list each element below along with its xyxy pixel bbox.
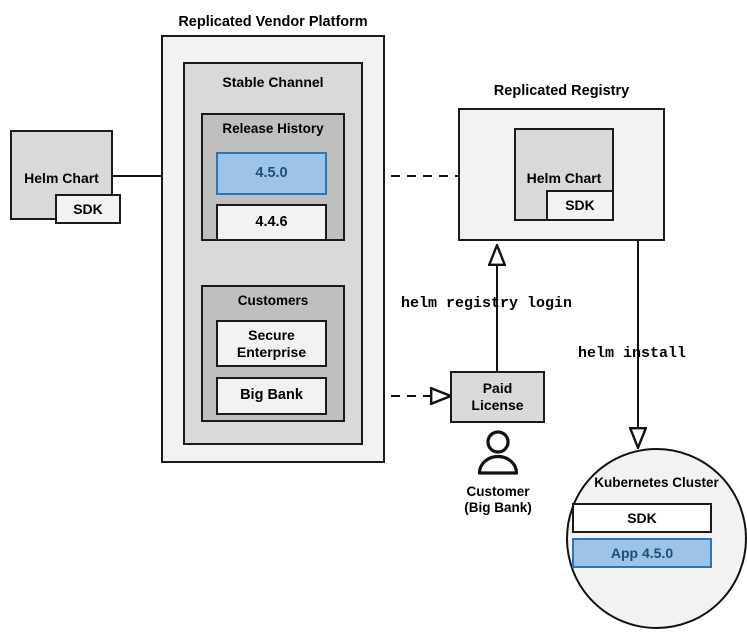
cluster-item-sdk[interactable]: SDK <box>572 503 712 533</box>
release-item-label: 4.5.0 <box>255 164 288 181</box>
customers-title: Customers <box>237 293 309 308</box>
source-helm-chart-label: Helm Chart <box>24 170 99 186</box>
release-item-label: 4.4.6 <box>255 213 288 230</box>
sdk-label: SDK <box>565 197 595 214</box>
vendor-platform-title: Replicated Vendor Platform <box>178 14 368 30</box>
customer-item-label: Secure Enterprise <box>236 326 307 360</box>
paid-license-box[interactable]: Paid License <box>450 371 545 423</box>
customer-item-label: Big Bank <box>240 387 303 404</box>
registry-helm-chart-label: Helm Chart <box>526 170 602 186</box>
registry-title: Replicated Registry <box>493 83 630 99</box>
customer-item-big-bank[interactable]: Big Bank <box>216 377 327 415</box>
sdk-label: SDK <box>73 200 103 217</box>
customer-item-secure-enterprise[interactable]: Secure Enterprise <box>216 320 327 367</box>
actor-caption-line2: (Big Bank) <box>464 500 532 516</box>
registry-helm-chart-sdk[interactable]: SDK <box>546 190 614 221</box>
person-icon <box>474 428 522 481</box>
release-history-title: Release History <box>222 121 324 136</box>
cmd-helm-install: helm install <box>578 345 687 362</box>
cmd-helm-registry-login: helm registry login <box>401 295 573 312</box>
stable-channel-title: Stable Channel <box>222 74 324 90</box>
release-item-4-4-6[interactable]: 4.4.6 <box>216 204 327 241</box>
paid-license-line2: License <box>471 397 524 413</box>
cluster-item-label: SDK <box>627 509 657 526</box>
source-helm-chart-sdk[interactable]: SDK <box>55 194 121 224</box>
kubernetes-cluster-title: Kubernetes Cluster <box>594 475 719 490</box>
actor-caption: Customer (Big Bank) <box>428 484 568 517</box>
cluster-item-label: App 4.5.0 <box>610 544 674 561</box>
cluster-item-app[interactable]: App 4.5.0 <box>572 538 712 568</box>
paid-license-line1: Paid <box>482 380 513 397</box>
release-item-4-5-0[interactable]: 4.5.0 <box>216 152 327 195</box>
actor-caption-line1: Customer <box>466 484 530 499</box>
